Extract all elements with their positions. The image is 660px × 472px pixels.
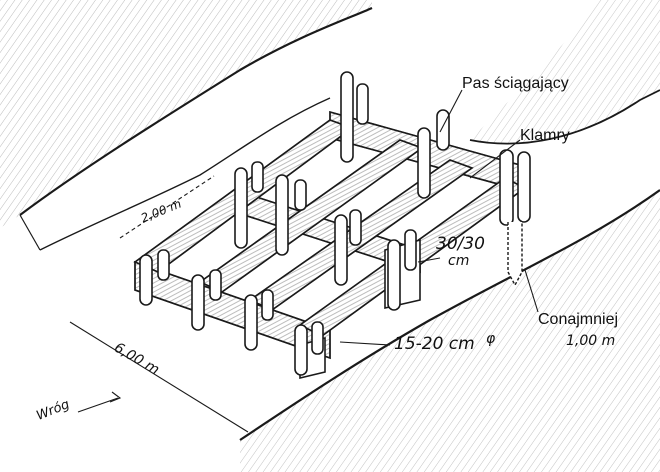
label-clamps: Klamry (520, 127, 570, 144)
embankment-right (239, 0, 660, 472)
dimension-lines (69, 175, 249, 433)
label-beam-size-unit: cm (448, 253, 470, 269)
embankment-left (0, 0, 373, 251)
label-pile-diameter: 15-20 cm (394, 334, 475, 354)
label-tie-band: Pas ściągający (462, 75, 569, 92)
label-at-least: Conajmniej (538, 311, 619, 328)
label-diameter-symbol: φ (486, 331, 496, 347)
buried-pile (507, 222, 523, 287)
label-beam-size: 30/30 (436, 234, 485, 254)
piles (139, 71, 531, 376)
label-depth: 1,00 m (566, 333, 616, 349)
leader-lines (339, 89, 539, 346)
